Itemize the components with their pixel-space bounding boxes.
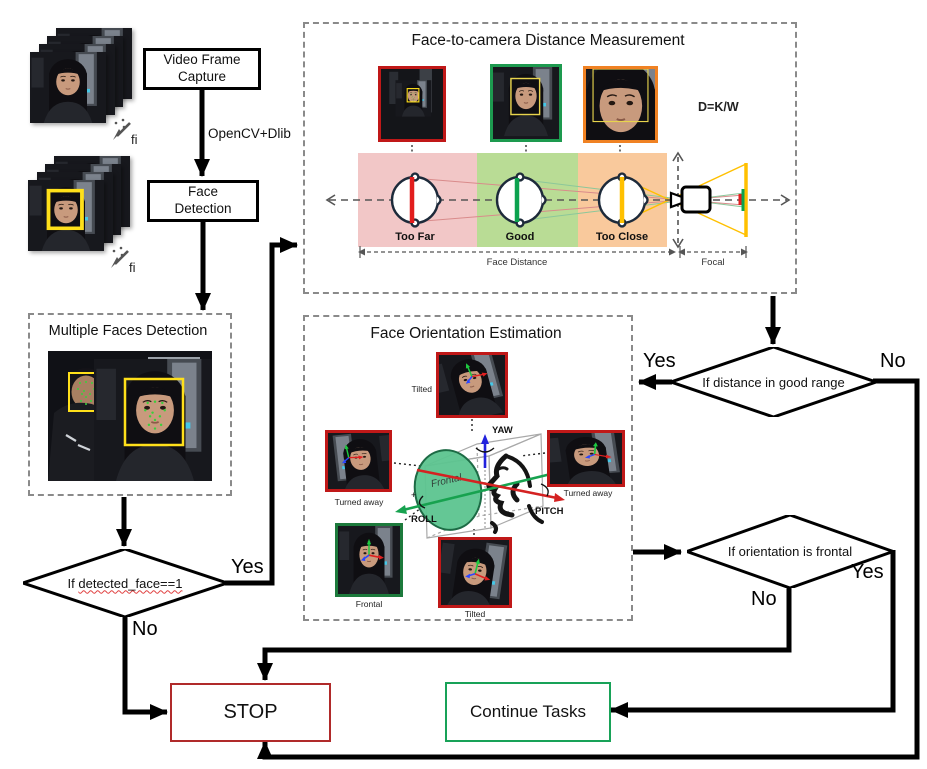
opencv-dlib-label: OpenCV+Dlib	[208, 126, 291, 141]
decision-distance: If distance in good range	[671, 347, 876, 417]
arrow-distance-no	[257, 378, 920, 760]
stop-label: STOP	[223, 701, 278, 723]
sample-image-too-close	[583, 66, 658, 143]
frame-index-label-2: fi	[129, 260, 136, 275]
zone-label-too-far: Too Far	[395, 231, 435, 243]
pose-label-tilted-down: Tilted	[464, 609, 486, 619]
arrow-detectedface-yes	[225, 237, 298, 586]
decision-orientation-label: If orientation is frontal	[727, 544, 853, 559]
pose-label-tilted-up: Tilted	[411, 384, 432, 394]
orientation-yes-label: Yes	[851, 561, 884, 583]
frame-index-label-1: fi	[131, 132, 138, 147]
orientation-cube-diagram: Frontal YAW ROLL PITCH + -	[393, 419, 565, 540]
arrow-detectedface-no	[122, 615, 168, 720]
arrow-orientation-yes	[610, 550, 896, 718]
continue-tasks-box: Continue Tasks	[445, 682, 611, 742]
video-frame-capture-label: Video Frame Capture	[163, 52, 241, 84]
distance-yes-label: Yes	[643, 350, 676, 372]
detected-frames-stack	[28, 156, 132, 252]
pitch-label: PITCH	[535, 506, 564, 517]
zone-label-good: Good	[506, 231, 535, 243]
pose-image-tilted-down	[438, 537, 512, 608]
camera-icon	[669, 185, 712, 214]
frame-index-arrow-1: fi	[113, 118, 138, 147]
pose-label-turned-right: Turned away	[563, 488, 613, 498]
frame-index-arrow-2: fi	[111, 246, 136, 275]
decision-detected-face: If detected_face==1	[23, 549, 227, 617]
head-top-views	[390, 172, 649, 228]
detected-face-no-label: No	[132, 618, 158, 640]
face-bounding-box-main	[123, 377, 185, 447]
pose-image-turned-left	[325, 430, 392, 492]
pose-label-turned-left: Turned away	[334, 497, 384, 507]
decision-detected-face-label: If detected_face==1	[67, 575, 183, 591]
pose-image-turned-right	[547, 430, 625, 487]
distance-measurement-title: Face-to-camera Distance Measurement	[411, 32, 685, 49]
face-distance-label: Face Distance	[487, 257, 548, 268]
distance-diagram: Too Far Good Too Close Face Distance Foc…	[325, 145, 791, 268]
pose-label-frontal: Frontal	[355, 599, 383, 609]
video-frame-capture-box: Video Frame Capture	[143, 48, 261, 90]
stop-box: STOP	[170, 683, 331, 742]
distance-no-label: No	[880, 350, 906, 372]
orientation-title: Face Orientation Estimation	[370, 325, 562, 342]
yaw-label: YAW	[492, 425, 513, 436]
face-detection-box: Face Detection	[147, 180, 259, 222]
multiple-faces-image	[48, 351, 212, 481]
arrow-orientation-no	[257, 586, 792, 681]
focal-label: Focal	[701, 257, 724, 268]
pose-image-tilted-up	[436, 352, 508, 418]
decision-distance-label: If distance in good range	[702, 374, 845, 390]
video-frames-stack	[30, 28, 134, 124]
continue-tasks-label: Continue Tasks	[470, 702, 586, 721]
face-detection-label: Face Detection	[174, 184, 232, 216]
sample-image-good	[490, 64, 562, 142]
distance-formula: D=K/W	[698, 100, 739, 114]
detected-face-yes-label: Yes	[231, 556, 264, 578]
zone-label-too-close: Too Close	[596, 231, 648, 243]
face-bounding-box	[46, 188, 84, 231]
roll-sign: +	[411, 490, 416, 500]
roll-label: ROLL	[411, 514, 437, 525]
decision-orientation: If orientation is frontal	[687, 515, 893, 588]
multiple-faces-title: Multiple Faces Detection	[48, 323, 208, 339]
orientation-no-label: No	[751, 588, 777, 610]
pose-image-frontal	[335, 523, 403, 597]
sample-image-too-far	[378, 66, 446, 142]
